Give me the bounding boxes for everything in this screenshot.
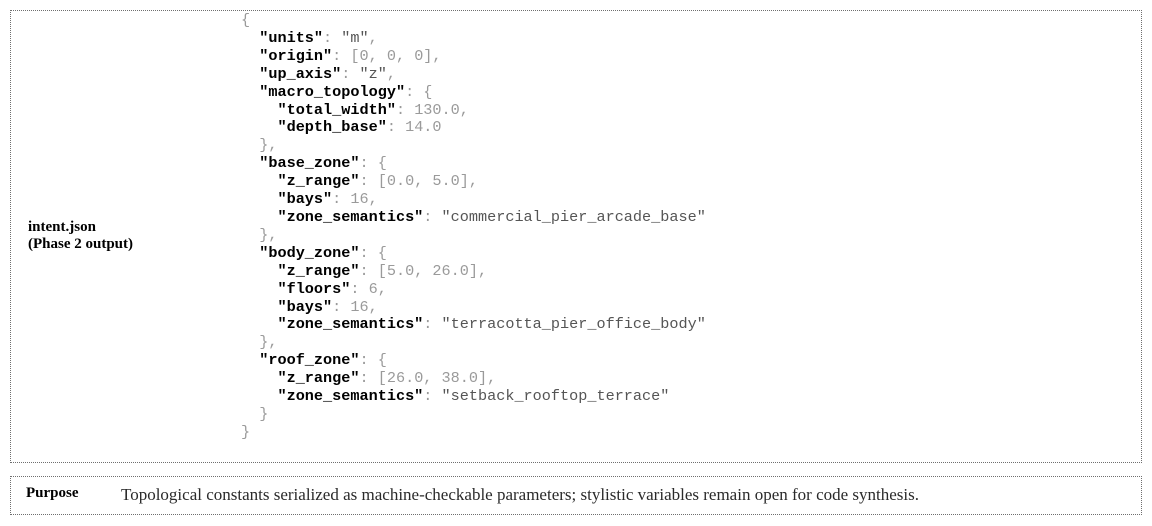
json-key-base-bays: "bays" bbox=[277, 190, 333, 209]
json-key-up-axis: "up_axis" bbox=[259, 64, 342, 83]
purpose-text: Topological constants serialized as mach… bbox=[121, 485, 919, 504]
json-close-brace: } bbox=[241, 422, 251, 441]
json-value-roof-zone-semantics: "setback_rooftop_terrace" bbox=[441, 387, 670, 406]
json-open-brace: { bbox=[241, 11, 251, 29]
json-value-body-bays: 16 bbox=[350, 297, 369, 316]
json-value-depth-base: 14.0 bbox=[405, 118, 442, 137]
json-value-units: "m" bbox=[341, 28, 369, 47]
json-value-body-zone-semantics: "terracotta_pier_office_body" bbox=[441, 315, 706, 334]
json-key-roof-z-range: "z_range" bbox=[277, 369, 360, 388]
json-key-depth-base: "depth_base" bbox=[277, 118, 387, 137]
json-key-base-z-range: "z_range" bbox=[277, 172, 360, 191]
json-key-total-width: "total_width" bbox=[277, 100, 396, 119]
json-value-origin: [0, 0, 0] bbox=[350, 46, 433, 65]
json-value-body-floors: 6 bbox=[368, 279, 378, 298]
json-value-roof-z-range: [26.0, 38.0] bbox=[377, 369, 488, 388]
json-value-total-width: 130.0 bbox=[414, 100, 460, 119]
json-key-body-zone-semantics: "zone_semantics" bbox=[277, 315, 424, 334]
json-key-body-zone: "body_zone" bbox=[259, 243, 360, 262]
intent-json-panel: intent.json (Phase 2 output) { "units": … bbox=[10, 10, 1142, 463]
json-key-body-bays: "bays" bbox=[277, 297, 333, 316]
json-key-macro-topology: "macro_topology" bbox=[259, 82, 406, 101]
json-key-base-zone-semantics: "zone_semantics" bbox=[277, 207, 424, 226]
json-key-base-zone: "base_zone" bbox=[259, 154, 360, 173]
json-value-base-bays: 16 bbox=[350, 190, 369, 209]
json-value-body-z-range: [5.0, 26.0] bbox=[377, 261, 478, 280]
json-key-body-z-range: "z_range" bbox=[277, 261, 360, 280]
json-value-up-axis: "z" bbox=[359, 64, 387, 83]
purpose-label: Purpose bbox=[26, 485, 79, 501]
intent-file-name: intent.json bbox=[28, 219, 96, 235]
json-value-base-zone-semantics: "commercial_pier_arcade_base" bbox=[441, 207, 706, 226]
json-value-base-z-range: [0.0, 5.0] bbox=[377, 172, 469, 191]
json-key-roof-zone: "roof_zone" bbox=[259, 351, 360, 370]
json-key-units: "units" bbox=[259, 28, 324, 47]
intent-phase-note: (Phase 2 output) bbox=[28, 236, 134, 252]
json-key-body-floors: "floors" bbox=[277, 279, 351, 298]
json-key-roof-zone-semantics: "zone_semantics" bbox=[277, 387, 424, 406]
json-code-block: { "units": "m", "origin": [0, 0, 0], "up… bbox=[241, 11, 706, 441]
intent-file-label: intent.json (Phase 2 output) bbox=[28, 219, 133, 253]
purpose-panel: Purpose Topological constants serialized… bbox=[10, 476, 1142, 515]
json-key-origin: "origin" bbox=[259, 46, 333, 65]
